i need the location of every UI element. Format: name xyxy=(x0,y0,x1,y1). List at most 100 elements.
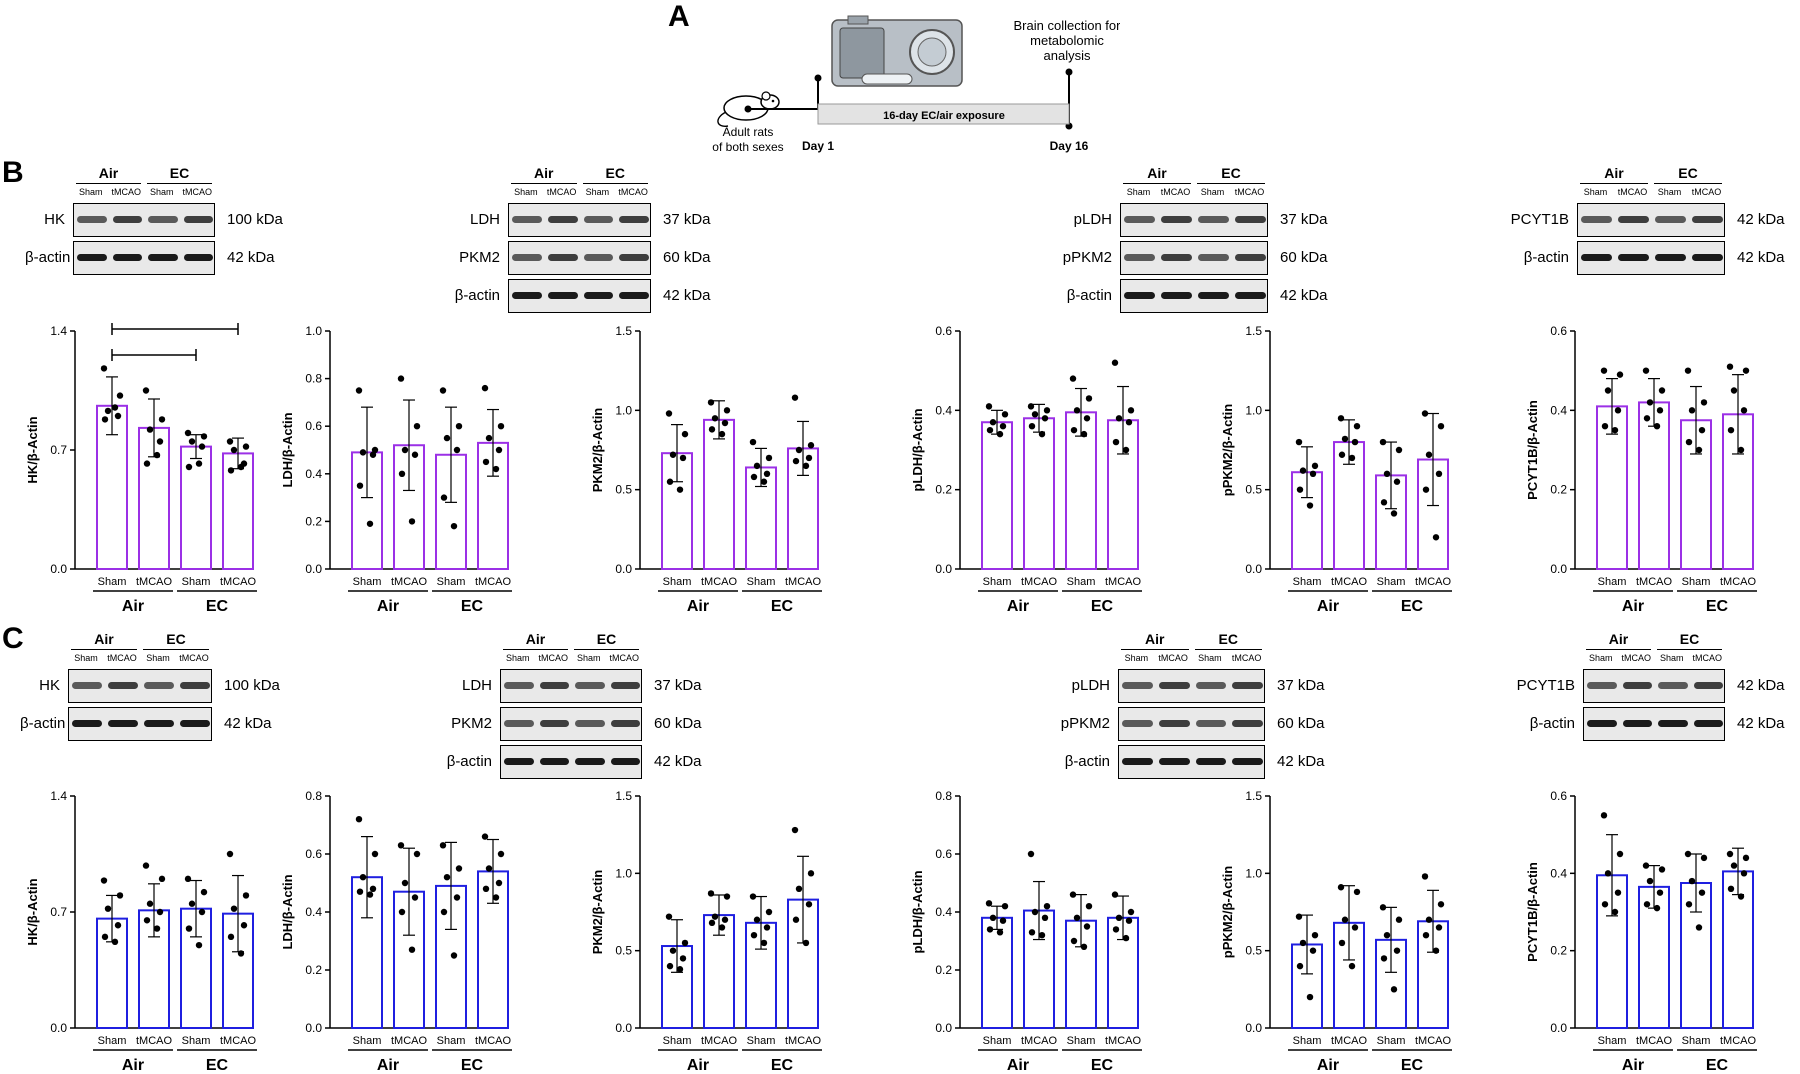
chart-B-5-point-3-0 xyxy=(1421,410,1429,417)
blot-b3-group-1: EC xyxy=(1221,165,1241,181)
chart-B-4-ytick-label-0: 0.0 xyxy=(935,562,952,576)
chart-B-2-point-3-0 xyxy=(481,384,489,392)
chart-B-6-point-2-3 xyxy=(1698,426,1706,434)
chart-C-2-point-2-2 xyxy=(443,874,451,881)
chart-C-1-point-0-2 xyxy=(104,905,112,912)
chart-B-6-point-2-5 xyxy=(1695,446,1703,454)
blot-b3-strip-1 xyxy=(1120,241,1268,275)
blot-c2-size-0: 37 kDa xyxy=(654,677,702,694)
chart-C-1-point-1-4 xyxy=(143,917,151,924)
timeline-panel: 16-day EC/air exposure Day 1 Day 16 Adul… xyxy=(700,10,1121,160)
chart-C-5-point-2-2 xyxy=(1383,932,1391,939)
blot-b4-lane-1: tMCAO xyxy=(1617,187,1648,197)
blot-c2-lane-0: Sham xyxy=(505,653,530,663)
chart-B-1-point-2-0 xyxy=(184,429,192,437)
chart-B-6-group-0: Air xyxy=(1622,598,1644,615)
blot-b3-strip-2 xyxy=(1120,279,1268,313)
blot-c4-band-0-0 xyxy=(1587,682,1617,689)
chart-B-6-point-3-0 xyxy=(1726,363,1734,370)
chart-C-2-point-3-3 xyxy=(495,879,503,887)
chart-C-4-point-0-4 xyxy=(986,926,994,933)
chart-C-4-point-0-5 xyxy=(996,929,1004,936)
chart-B-3-cat-0: Sham xyxy=(663,576,692,588)
chart-B-1-point-0-1 xyxy=(116,392,124,399)
chart-C-6-point-2-0 xyxy=(1684,850,1692,858)
chart-C-5-point-3-4 xyxy=(1422,932,1430,939)
chart-B-6-bar-1 xyxy=(1638,401,1670,570)
blot-b2-strip-2 xyxy=(508,279,651,313)
chart-C-5-cat-0: Sham xyxy=(1293,1035,1322,1047)
chart-C-2-point-1-4 xyxy=(398,908,406,916)
chart-B-1-cat-1: tMCAO xyxy=(136,576,173,588)
chart-B-2-point-3-1 xyxy=(497,423,505,430)
chart-C-3-ylabel: PKM2/β-Actin xyxy=(590,870,605,955)
blot-c4-lane-2: Sham xyxy=(1659,653,1684,663)
blot-b2-protein-0: LDH xyxy=(469,211,500,228)
chart-C-2-cat-0: Sham xyxy=(353,1035,382,1047)
chart-C-5-ytick-label-1: 0.5 xyxy=(1245,944,1262,958)
blot-c3-size-1: 60 kDa xyxy=(1277,715,1325,732)
chart-C-5-ytick-label-2: 1.0 xyxy=(1245,866,1262,880)
chart-C-5-point-3-1 xyxy=(1437,901,1445,908)
chart-C-2-cat-2: Sham xyxy=(437,1035,466,1047)
chart-C-6-point-3-0 xyxy=(1726,850,1734,858)
chart-B-4-point-0-5 xyxy=(996,430,1004,438)
chart-C-5-cat-2: Sham xyxy=(1377,1035,1406,1047)
blot-c1-lane-1: tMCAO xyxy=(107,653,137,663)
chart-C-4-group-0: Air xyxy=(1007,1057,1029,1074)
blot-c1-lane-0: Sham xyxy=(74,653,98,663)
blot-c1-band-0-0 xyxy=(72,682,102,689)
blot-b2-protein-1: PKM2 xyxy=(459,249,500,266)
chart-B-5-ylabel: pPKM2/β-Actin xyxy=(1220,404,1235,496)
blot-b2-band-0-0 xyxy=(512,216,542,223)
chart-C-3-cat-0: Sham xyxy=(663,1035,692,1047)
blot-b2-band-1-1 xyxy=(547,254,578,261)
chart-B-5-point-0-4 xyxy=(1296,486,1304,493)
blot-c2-band-2-2 xyxy=(575,758,605,765)
chart-C-5-point-0-4 xyxy=(1296,962,1304,970)
blot-c2-lane-2: Sham xyxy=(576,653,601,663)
chart-C-5-ytick-label-0: 0.0 xyxy=(1245,1021,1262,1035)
blot-c2-band-1-2 xyxy=(575,720,605,727)
chart-B-3-point-2-3 xyxy=(763,470,771,477)
blot-c1-lane-2: Sham xyxy=(146,653,170,663)
exposure-chamber-image xyxy=(831,15,963,87)
chart-B-1-point-2-4 xyxy=(185,463,193,471)
chart-C-6-point-2-4 xyxy=(1685,901,1693,908)
chart-C-5-point-1-1 xyxy=(1353,888,1361,896)
blot-c3-band-0-3 xyxy=(1232,682,1263,689)
chart-C-3-point-2-1 xyxy=(765,908,773,916)
blot-b4-group-1: EC xyxy=(1678,165,1698,181)
chart-B-5-point-2-4 xyxy=(1380,499,1388,506)
blot-b4-band-1-3 xyxy=(1692,254,1723,261)
blot-b1-strip-0 xyxy=(73,203,215,237)
chart-B-2-point-0-4 xyxy=(356,482,364,489)
blot-c2-group-1: EC xyxy=(596,631,617,647)
chart-C-4-point-3-3 xyxy=(1125,917,1133,924)
blot-b2-group-0: Air xyxy=(534,165,554,181)
chart-C-5-point-1-4 xyxy=(1338,939,1346,947)
chart-B-1-cat-2: Sham xyxy=(182,576,211,588)
chart-B-6-point-3-5 xyxy=(1737,446,1745,454)
chart-C-4-point-2-3 xyxy=(1083,923,1091,930)
chart-C-3-group-0: Air xyxy=(687,1057,709,1074)
chart-B-4-cat-1: tMCAO xyxy=(1021,576,1058,588)
blot-c2-band-2-0 xyxy=(504,758,534,765)
chart-B-3-point-3-3 xyxy=(805,454,813,462)
chart-B-4-cat-2: Sham xyxy=(1067,576,1096,588)
blot-b4-lane-3: tMCAO xyxy=(1691,187,1722,197)
chart-C-4-point-2-0 xyxy=(1069,891,1077,898)
chart-B-6-point-0-1 xyxy=(1616,371,1624,378)
blot-c3-group-line-1 xyxy=(1194,649,1262,650)
blot-b2-band-0-1 xyxy=(547,216,578,223)
chart-C-6-point-3-4 xyxy=(1727,885,1735,892)
chart-C-5-point-2-1 xyxy=(1395,916,1403,923)
blot-b4-protein-1: β-actin xyxy=(1523,249,1569,266)
chart-B-5-point-2-2 xyxy=(1383,470,1391,477)
chart-B-2-cat-1: tMCAO xyxy=(391,576,428,588)
chart-B-6-point-0-3 xyxy=(1614,407,1622,414)
chart-C-1-cat-2: Sham xyxy=(182,1035,211,1047)
chart-C-2-point-3-2 xyxy=(485,865,493,872)
